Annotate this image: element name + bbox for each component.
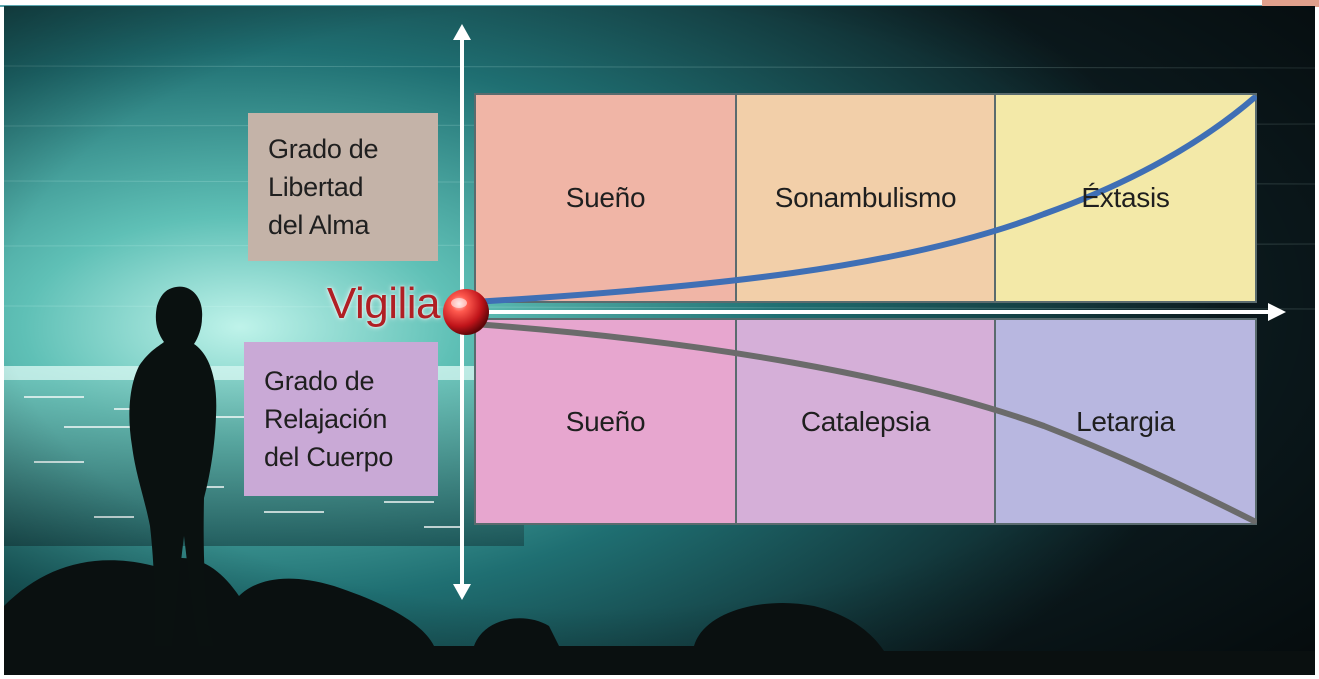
lower-axis-label-line-3: del Cuerpo (264, 442, 394, 472)
lower-axis-label: Grado de Relajación del Cuerpo (244, 342, 438, 496)
vertical-axis-arrow-up (453, 24, 471, 40)
upper_row-cell-label-1: Sueño (565, 182, 646, 213)
rising-curve (471, 95, 1257, 305)
vertical-axis-arrow-down (453, 584, 471, 600)
upper_row-cell-label-2: Sonambulismo (774, 182, 957, 213)
corner-tab (1262, 0, 1319, 7)
falling-curve (471, 321, 1257, 524)
upper_row-cell-2 (735, 93, 996, 303)
vigilia-label: Vigilia (326, 279, 441, 328)
upper-axis-label-line-1: Grado de (268, 134, 379, 164)
ball-highlight (451, 298, 467, 308)
upper-axis-label-line-3: del Alma (268, 210, 370, 240)
rocks-silhouette (4, 557, 1315, 675)
horizontal-axis-arrow (1268, 303, 1286, 321)
lower_row-cell-2 (735, 318, 996, 525)
upper-axis-label: Grado de Libertad del Alma (248, 113, 438, 261)
lower_row-cell-label-2: Catalepsia (800, 405, 931, 437)
lower_row-cell-label-3: Letargia (1076, 405, 1175, 437)
diagram-frame: Grado de Libertad del Alma Grado de Rela… (4, 6, 1315, 675)
lower-axis-label-line-1: Grado de (264, 366, 375, 396)
lower_row-cell-1 (474, 318, 737, 525)
upper_row-cell-label-3: Éxtasis (1081, 182, 1170, 213)
lower_row-cell-label-1: Sueño (565, 405, 646, 437)
lower-axis-label-line-2: Relajación (264, 404, 388, 434)
upper-axis-label-line-2: Libertad (268, 172, 364, 202)
person-silhouette (129, 286, 217, 646)
